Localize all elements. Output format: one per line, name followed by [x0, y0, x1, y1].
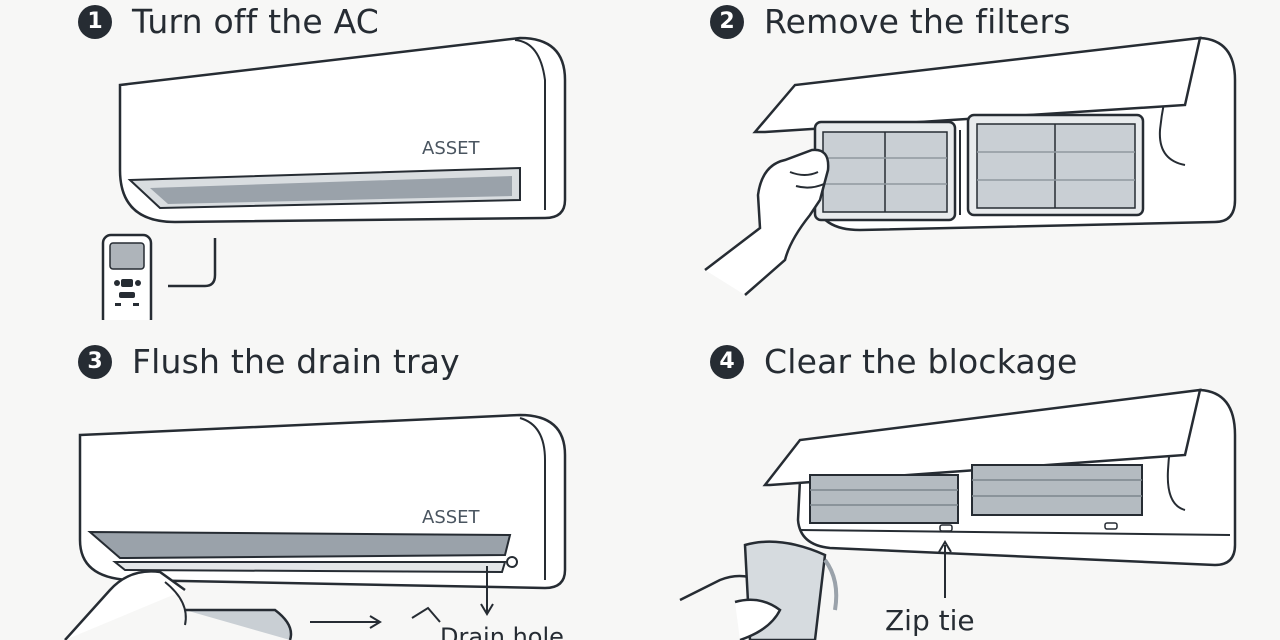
filter-left: [813, 120, 957, 222]
step-number-badge: 1: [78, 4, 112, 39]
step-2-header: 2 Remove the filters: [710, 2, 1071, 41]
hand: [64, 570, 186, 640]
ac-unit-illustration: ASSET: [101, 36, 567, 320]
vent-grille: [809, 464, 1143, 524]
step-number-badge: 3: [78, 344, 112, 379]
callout-label: Zip tie: [885, 604, 975, 637]
power-cord: [168, 238, 217, 288]
step-2-panel: 2 Remove the filters: [640, 0, 1280, 320]
step-4-header: 4 Clear the blockage: [710, 342, 1078, 381]
brand-label: ASSET: [422, 138, 481, 159]
step-3-header: 3 Flush the drain tray: [78, 342, 460, 381]
filter-right: [966, 113, 1145, 217]
open-front-panel: [752, 36, 1202, 134]
open-front-panel: [762, 388, 1202, 487]
step-1-header: 1 Turn off the AC: [78, 2, 379, 41]
water-pitcher: [185, 608, 293, 640]
ac-filters-illustration: [704, 36, 1237, 296]
callout-label: Drain hole: [440, 623, 564, 640]
step-1-panel: ASSET 1 Turn off the AC: [0, 0, 640, 320]
brand-label: ASSET: [422, 507, 481, 528]
step-title: Remove the filters: [764, 2, 1071, 41]
step-number-badge: 2: [710, 4, 744, 39]
step-title: Flush the drain tray: [132, 342, 460, 381]
step-title: Clear the blockage: [764, 342, 1078, 381]
drain-hole-marker: [506, 556, 518, 568]
blockage-illustration: Zip tie: [679, 388, 1237, 640]
drain-tray-illustration: ASSET Drain hole: [64, 413, 567, 640]
remote-control: [101, 233, 153, 320]
hand: [704, 148, 830, 296]
drain-tray: [87, 530, 512, 560]
step-number-badge: 4: [710, 344, 744, 379]
step-3-panel: ASSET Drain hole 3 Flush the drain tray: [0, 340, 640, 640]
step-title: Turn off the AC: [132, 2, 380, 41]
step-4-panel: Zip tie 4 Clear the blockage: [640, 340, 1280, 640]
